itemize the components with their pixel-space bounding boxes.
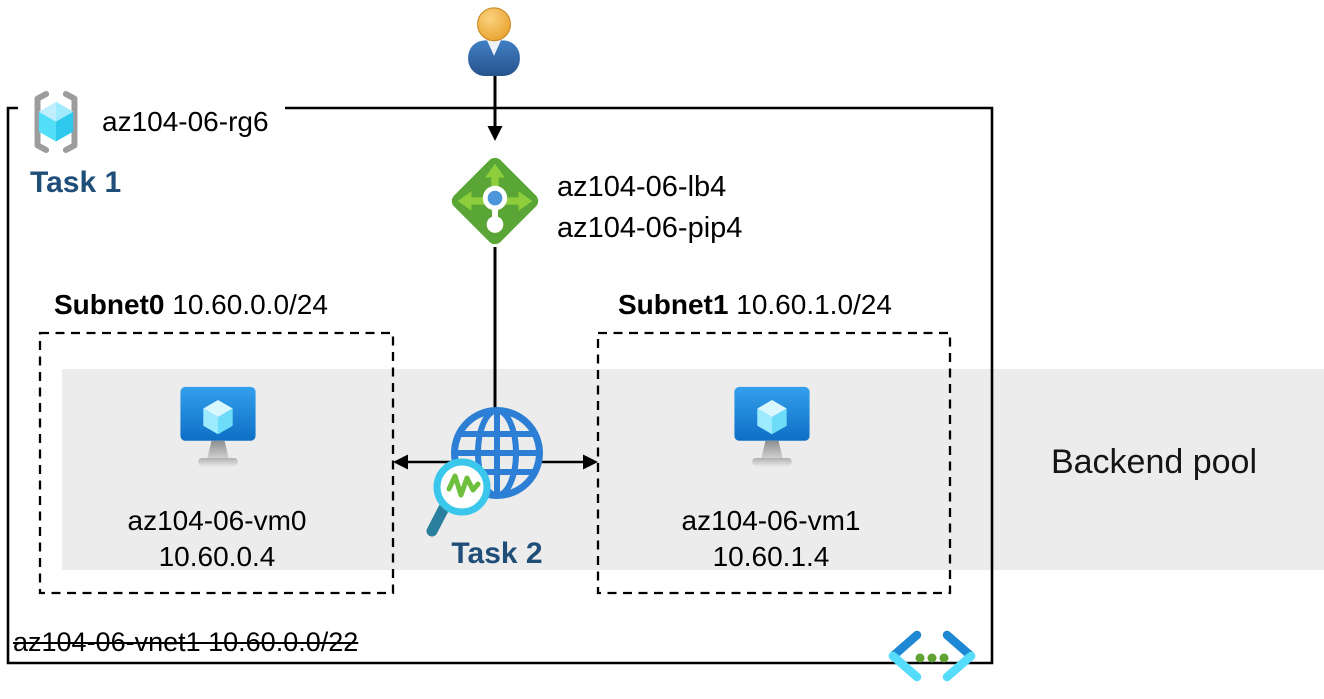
- arrowhead-right: [583, 454, 598, 470]
- subnet1-dashed-box: [596, 331, 952, 595]
- vm1-ip: 10.60.1.4: [712, 541, 830, 572]
- vm1-name: az104-06-vm1: [681, 505, 861, 536]
- load-balancer-labels: az104-06-lb4 az104-06-pip4: [557, 167, 742, 249]
- subnet0-label: Subnet0 10.60.0.0/24: [54, 289, 328, 321]
- vm0-label: az104-06-vm0 10.60.0.4: [77, 503, 357, 575]
- arrowhead-left: [393, 454, 408, 470]
- task2-label: Task 2: [451, 537, 543, 570]
- backend-pool-band: [62, 369, 1324, 570]
- load-balancer-name: az104-06-lb4: [557, 171, 727, 203]
- subnet1-name: Subnet1: [618, 289, 729, 320]
- vm1-icon: [734, 386, 810, 467]
- resource-group-border: [6, 106, 994, 665]
- subnet0-name: Subnet0: [54, 289, 165, 320]
- backend-pool-label: Backend pool: [1050, 443, 1258, 481]
- virtual-network-icon: [888, 630, 976, 682]
- vm0-icon: [180, 386, 256, 467]
- public-ip-name: az104-06-pip4: [557, 212, 743, 244]
- vnet-label: az104-06-vnet1 10.60.0.0/22: [13, 627, 359, 657]
- user-icon: [468, 7, 520, 76]
- globe-magnifier-icon: [426, 407, 543, 537]
- subnet1-label: Subnet1 10.60.1.0/24: [618, 289, 892, 321]
- user-to-lb-arrowhead: [487, 126, 503, 141]
- vm1-label: az104-06-vm1 10.60.1.4: [631, 503, 911, 575]
- subnet1-cidr: 10.60.1.0/24: [736, 289, 892, 320]
- pulse-line: [446, 473, 481, 498]
- vm0-name: az104-06-vm0: [127, 505, 307, 536]
- vm0-ip: 10.60.0.4: [158, 541, 276, 572]
- subnet0-dashed-box: [38, 331, 395, 595]
- load-balancer-icon: [451, 157, 539, 245]
- subnet0-cidr: 10.60.0.0/24: [172, 289, 328, 320]
- resource-group-icon: [34, 90, 78, 154]
- resource-group-header: az104-06-rg6: [18, 88, 285, 156]
- task1-label: Task 1: [30, 166, 122, 199]
- resource-group-name: az104-06-rg6: [102, 106, 269, 137]
